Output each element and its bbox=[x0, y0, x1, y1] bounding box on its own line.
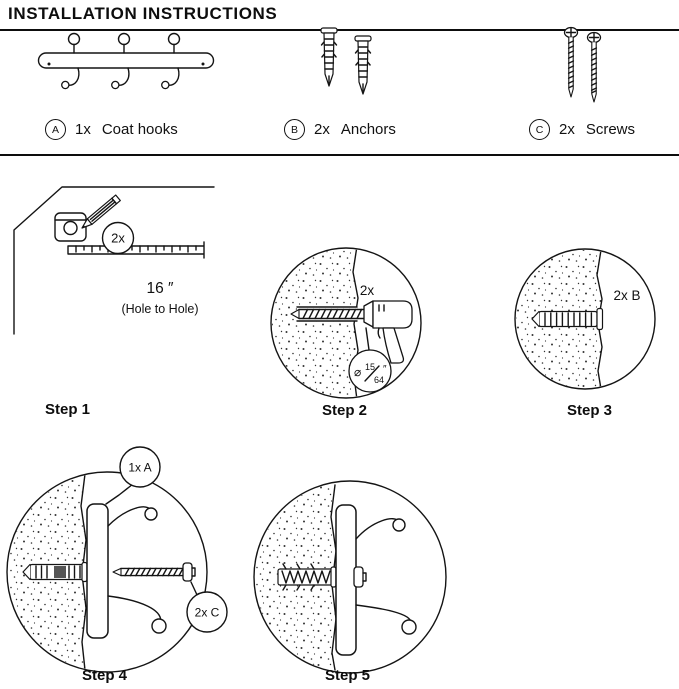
step-5-label: Step 5 bbox=[325, 667, 371, 684]
hook-backplate bbox=[335, 504, 357, 656]
hook-backplate bbox=[86, 503, 109, 639]
divider-parts bbox=[0, 154, 679, 156]
rail-screw-dot bbox=[201, 62, 205, 66]
step-5-illustration bbox=[253, 480, 447, 674]
step2-qty-text: 2x bbox=[360, 283, 375, 298]
step-1-illustration: 2x 16 ″ (Hole to Hole) bbox=[13, 186, 215, 335]
screw-icon bbox=[586, 31, 602, 103]
part-a-callout: 1x A bbox=[119, 446, 161, 488]
screws-illustration bbox=[563, 26, 602, 103]
part-badge-b: B bbox=[284, 119, 305, 140]
part-badge-a: A bbox=[45, 119, 66, 140]
step4-part-a-text: 1x A bbox=[128, 461, 151, 475]
hook-icon bbox=[107, 506, 167, 634]
drill-fraction-denominator: 64 bbox=[374, 375, 384, 385]
detail-circle bbox=[514, 248, 656, 390]
part-qty-a: 1x bbox=[75, 121, 91, 138]
drill-icon bbox=[290, 300, 413, 364]
wall-anchor-icon bbox=[531, 307, 604, 331]
part-badge-c: C bbox=[529, 119, 550, 140]
step-2-label: Step 2 bbox=[322, 402, 368, 419]
hook-icon bbox=[161, 32, 181, 90]
expanded-anchor-icon bbox=[277, 563, 337, 591]
step1-distance-text: 16 ″ bbox=[146, 280, 174, 297]
step-4-label: Step 4 bbox=[82, 667, 128, 684]
hook-icon bbox=[111, 32, 131, 90]
part-label-anchors: B 2x Anchors bbox=[284, 119, 396, 140]
divider-top bbox=[0, 29, 679, 31]
screw-icon bbox=[112, 562, 196, 582]
callout-leader bbox=[105, 483, 134, 505]
step-2-illustration: 2x ⌀ 15 64 ″ bbox=[270, 247, 422, 399]
part-label-screws: C 2x Screws bbox=[529, 119, 635, 140]
hook-icon bbox=[355, 518, 417, 635]
step-3-illustration: 2x B bbox=[514, 248, 656, 390]
drill-size-callout: ⌀ 15 64 ″ bbox=[348, 349, 392, 393]
part-name-c: Screws bbox=[585, 121, 636, 138]
part-name-b: Anchors bbox=[340, 121, 396, 138]
step-3-label: Step 3 bbox=[567, 402, 613, 419]
hook-icon bbox=[61, 32, 81, 90]
page-title: INSTALLATION INSTRUCTIONS bbox=[8, 4, 278, 23]
coat-hook-rail-illustration bbox=[37, 32, 215, 90]
part-qty-b: 2x bbox=[314, 121, 330, 138]
wall-corner-lines bbox=[13, 186, 215, 335]
rail-screw-dot bbox=[47, 62, 51, 66]
wall-anchor-icon bbox=[354, 35, 372, 95]
drill-inch-mark: ″ bbox=[383, 364, 387, 375]
step1-qty-text: 2x bbox=[111, 231, 125, 246]
screw-icon bbox=[563, 26, 579, 98]
step3-qty-text: 2x B bbox=[613, 288, 640, 303]
anchors-illustration bbox=[320, 27, 372, 95]
drill-fraction-numerator: 15 bbox=[365, 362, 375, 372]
step-1-label: Step 1 bbox=[45, 401, 91, 418]
detail-circle bbox=[253, 480, 447, 674]
detail-circle bbox=[6, 471, 208, 673]
part-label-coat-hooks: A 1x Coat hooks bbox=[45, 119, 178, 140]
part-qty-c: 2x bbox=[559, 121, 575, 138]
step-4-illustration: 1x A 2x C bbox=[6, 446, 228, 673]
step4-part-c-text: 2x C bbox=[195, 606, 220, 620]
callout-leader bbox=[365, 327, 370, 351]
detail-circle bbox=[270, 247, 422, 399]
wall-cross-section bbox=[272, 249, 359, 397]
wall-anchor-icon bbox=[320, 27, 338, 87]
part-c-callout: 2x C bbox=[186, 591, 228, 633]
part-name-a: Coat hooks bbox=[101, 121, 178, 138]
screw-head-icon bbox=[353, 566, 367, 588]
qty-callout-circle bbox=[101, 221, 135, 255]
diameter-symbol: ⌀ bbox=[354, 365, 361, 379]
wall-anchor-icon bbox=[22, 561, 88, 583]
pencil-icon bbox=[81, 194, 121, 229]
step1-note-text: (Hole to Hole) bbox=[121, 302, 198, 316]
